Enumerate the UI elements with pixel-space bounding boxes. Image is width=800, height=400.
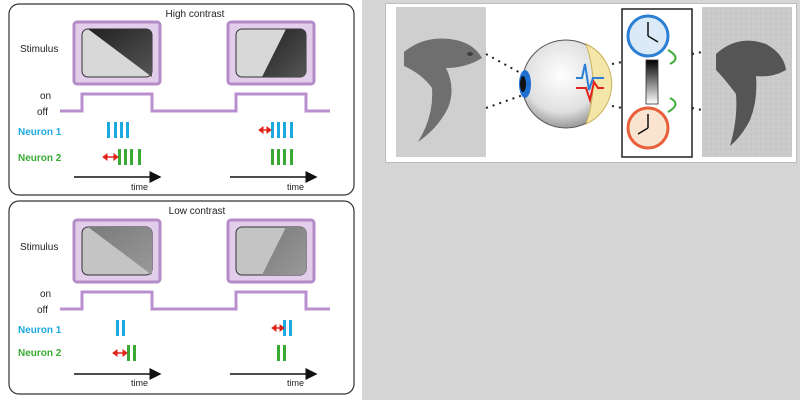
delay-arrow xyxy=(102,153,119,161)
delay-arrow xyxy=(258,126,272,134)
time-label: time xyxy=(131,378,148,388)
neuron1-spikes-early xyxy=(116,320,125,336)
fish-vision-figure xyxy=(385,3,797,163)
neuron2-label: Neuron 2 xyxy=(18,153,62,164)
stimulus-screen-early xyxy=(72,218,162,284)
stimulus-trace xyxy=(60,290,330,311)
delay-arrow xyxy=(112,349,128,357)
neuron1-spikes-early xyxy=(107,122,129,138)
neuron2-spikes-early xyxy=(118,149,141,165)
stimulus-screen-early xyxy=(72,20,162,86)
time-label: time xyxy=(131,182,148,192)
blurred-fish-photo xyxy=(702,7,792,157)
neuron2-spikes-early xyxy=(127,345,136,361)
contrast-timing-figure: High contrast Stimulus on off Neuron 1 N… xyxy=(0,0,362,400)
clock-panel xyxy=(621,8,693,158)
panel-title: Low contrast xyxy=(169,206,226,217)
delay-arrow xyxy=(271,324,285,332)
neuron2-label: Neuron 2 xyxy=(18,348,62,359)
on-label: on xyxy=(40,91,51,102)
on-label: on xyxy=(40,289,51,300)
neuron1-spikes-late xyxy=(271,122,293,138)
panel-title: High contrast xyxy=(166,9,225,20)
stimulus-screen-late xyxy=(226,218,316,284)
stimulus-label: Stimulus xyxy=(20,44,58,55)
stimulus-label: Stimulus xyxy=(20,242,58,253)
high-contrast-panel: High contrast Stimulus on off Neuron 1 N… xyxy=(8,3,355,196)
neuron2-spikes-late xyxy=(277,345,286,361)
eye-icon xyxy=(519,39,613,129)
sight-lines xyxy=(485,51,703,111)
contrast-bar-icon xyxy=(645,59,659,105)
neuron1-label: Neuron 1 xyxy=(18,127,62,138)
off-label: off xyxy=(37,107,48,118)
neuron2-spikes-late xyxy=(271,149,293,165)
low-contrast-panel: Low contrast Stimulus on off Neuron 1 Ne… xyxy=(8,200,355,395)
time-label: time xyxy=(287,182,304,192)
stimulus-trace xyxy=(60,92,330,113)
green-arrow-icon xyxy=(667,49,677,113)
slow-clock-icon xyxy=(626,106,670,150)
stimulus-screen-late xyxy=(226,20,316,86)
fast-clock-icon xyxy=(626,14,670,58)
neuron1-label: Neuron 1 xyxy=(18,325,62,336)
time-label: time xyxy=(287,378,304,388)
fish-photo xyxy=(396,7,486,157)
off-label: off xyxy=(37,305,48,316)
